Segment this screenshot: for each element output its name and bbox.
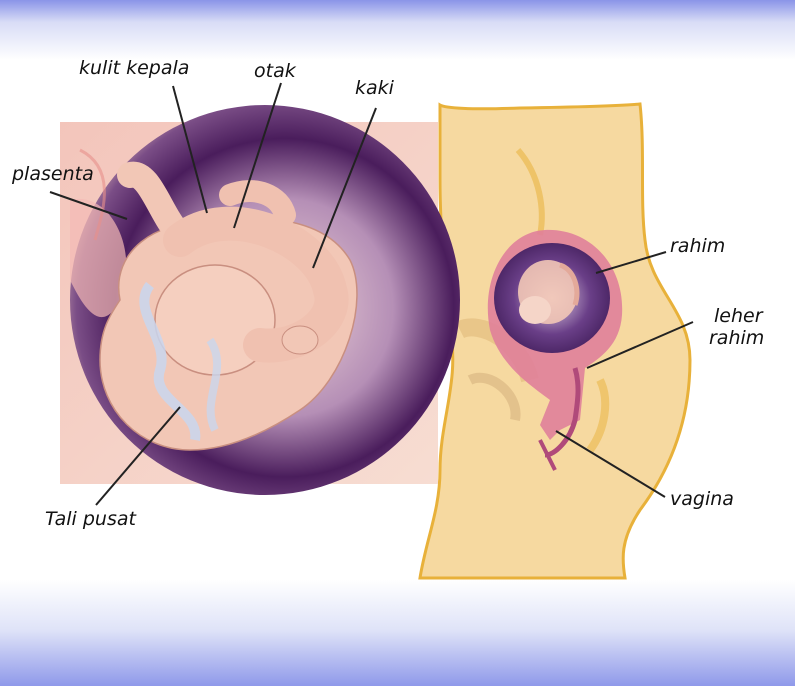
label-tali-pusat: Tali pusat (45, 508, 136, 530)
label-rahim: rahim (670, 235, 725, 257)
label-kulit-kepala: kulit kepala (79, 57, 189, 79)
label-vagina: vagina (670, 488, 734, 510)
label-leher-line2: rahim (709, 327, 764, 349)
label-otak: otak (254, 60, 296, 82)
fetus-closeup (60, 105, 460, 495)
label-kaki: kaki (355, 77, 394, 99)
label-plasenta: plasenta (12, 163, 94, 185)
label-leher-line1: leher (714, 305, 763, 327)
